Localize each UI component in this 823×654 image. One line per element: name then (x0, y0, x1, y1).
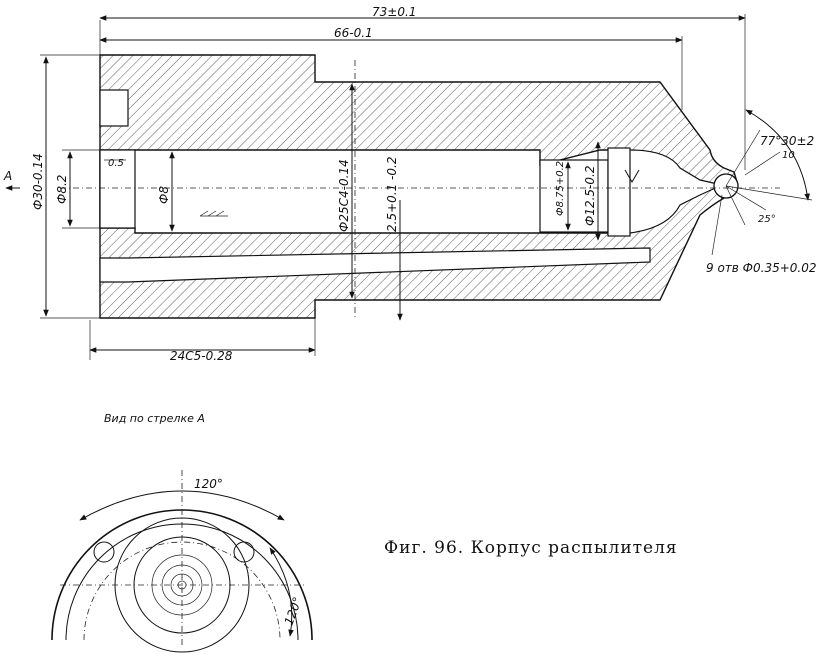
figure-caption: Фиг. 96. Корпус распылителя (384, 538, 678, 558)
diameter-25-label: Ф25С4-0.14 (337, 159, 351, 232)
dim-10-label: 10 (782, 150, 795, 161)
upper-pocket (99, 89, 129, 127)
chamfer-0-5-label: 0.5 (108, 158, 124, 169)
end-view: Вид по стрелке А 120° 120° (51, 412, 313, 653)
end-view-bolt-circle (83, 541, 281, 641)
diameter-8-2-label: Ф8.2 (55, 175, 69, 204)
tip-cone (624, 169, 640, 183)
diameter-8-75-label: Ф8.75+0.2 (555, 161, 566, 216)
fuel-channel (99, 247, 651, 283)
diameter-12-5-label: Ф12.5-0.2 (583, 166, 597, 226)
wrench-hatch (199, 210, 225, 217)
arrow-a-label: А (3, 169, 12, 183)
angle-top-label: 120° (194, 477, 223, 491)
dimension-texts: 73±0.1 66-0.1 Ф30-0.14 Ф8.2 0.5 Ф8 Ф25С4… (3, 5, 817, 363)
depth-2-5-label: 2.5+0.1 -0.2 (385, 157, 399, 232)
outer-diameter-label: Ф30-0.14 (31, 153, 45, 210)
left-counterbore (99, 149, 136, 229)
end-view-hole-left (93, 541, 115, 563)
valve-collar (607, 147, 631, 237)
section-view (60, 54, 780, 320)
angle-77-label: 77°30±2 (760, 134, 814, 148)
overall-length-label: 73±0.1 (372, 5, 416, 19)
angle-side-label: 120° (282, 595, 305, 627)
length-66-label: 66-0.1 (334, 26, 373, 40)
angle-top-arc (79, 490, 285, 521)
end-view-hole-right (233, 541, 255, 563)
diameter-8-label: Ф8 (157, 186, 171, 204)
holes-leader (711, 194, 723, 256)
angle-77-arc (745, 109, 810, 201)
angle-side-arc (269, 547, 294, 637)
dimension-lines (5, 14, 813, 360)
holes-label: 9 отв Ф0.35+0.02 (706, 261, 817, 275)
view-label: Вид по стрелке А (104, 412, 205, 425)
angle-25-label: 25° (758, 214, 776, 225)
length-24-label: 24С5-0.28 (170, 349, 233, 363)
